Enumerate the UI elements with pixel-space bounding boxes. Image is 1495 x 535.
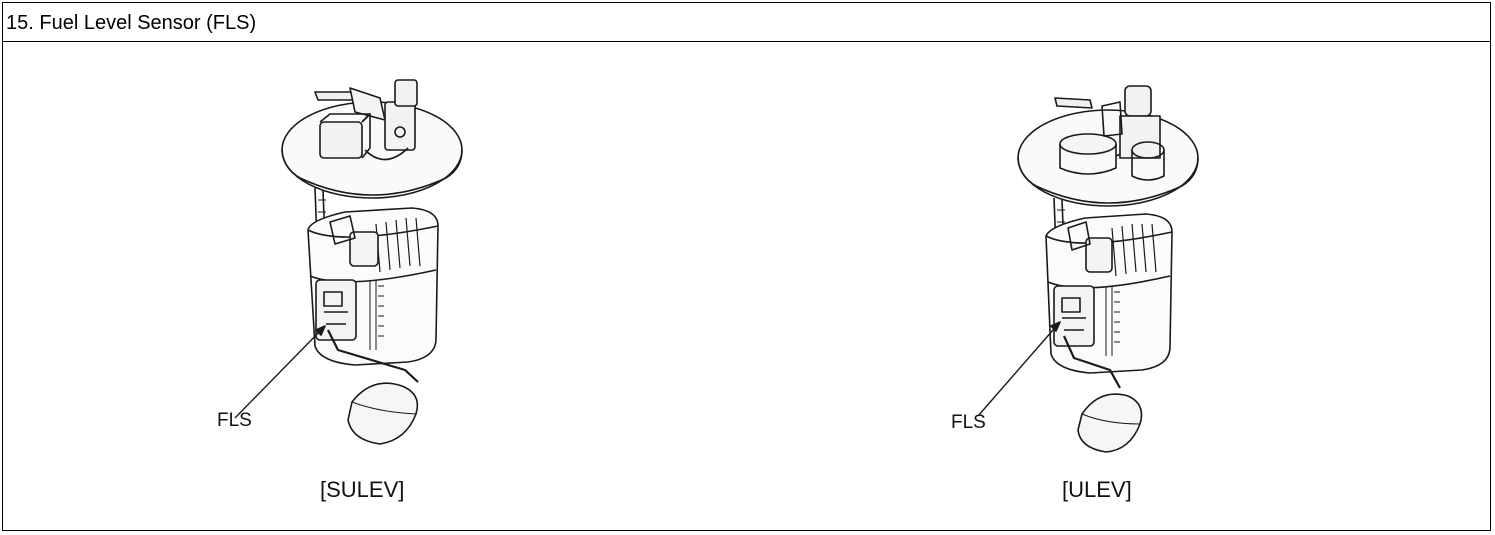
figure-caption-ulev: [ULEV] <box>1062 477 1132 502</box>
figure-sulev: FLS [SULEV] <box>180 40 500 520</box>
section-title: 15. Fuel Level Sensor (FLS) <box>6 12 257 34</box>
fuel-pump-module-ulev-icon <box>977 85 1199 453</box>
fls-callout-label: FLS <box>217 410 252 431</box>
section-header: 15. Fuel Level Sensor (FLS) <box>3 3 1490 42</box>
figure-caption-sulev: [SULEV] <box>320 477 405 502</box>
fuel-pump-module-sulev-icon <box>234 79 463 445</box>
figure-ulev: FLS [ULEV] <box>920 40 1240 520</box>
fls-callout-label: FLS <box>951 412 986 433</box>
